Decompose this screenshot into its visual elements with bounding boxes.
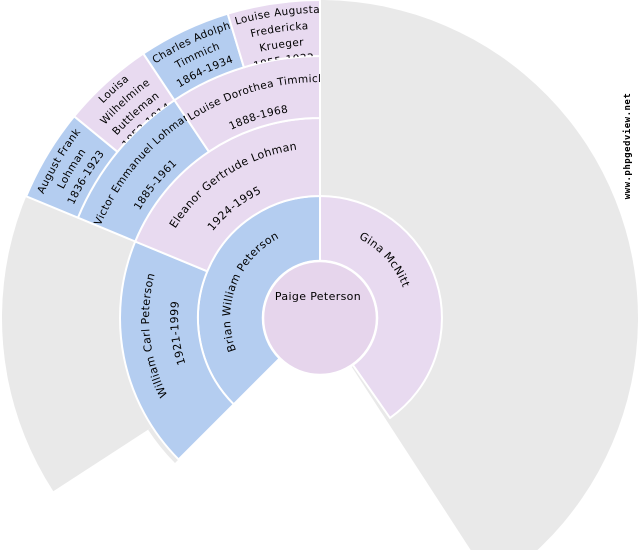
wedge-charles-adolph-timmich[interactable]	[141, 12, 246, 102]
wedge-august-frank-lohman[interactable]	[24, 114, 119, 220]
wedge-louisa-wilhelmine-buttleman[interactable]	[72, 52, 176, 154]
phpgedview-watermark: www.phpgedview.net	[623, 92, 633, 200]
center-person-circle[interactable]	[261, 259, 379, 377]
root-person-name: Paige Peterson	[275, 290, 361, 303]
wedge-william-carl-peterson[interactable]	[119, 240, 236, 461]
wedge-louise-augusta-fredericka-krueger[interactable]	[226, 0, 321, 69]
